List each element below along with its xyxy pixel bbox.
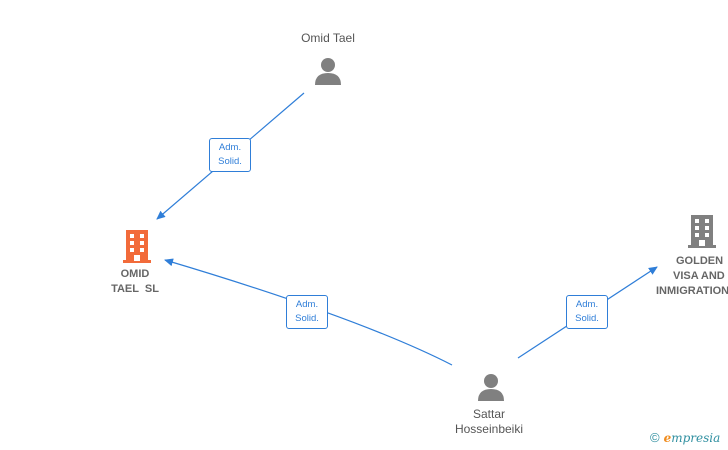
company-name-line-1: OMID: [120, 268, 150, 280]
brand-logo-e: e: [663, 431, 672, 445]
copyright-symbol: ©: [650, 430, 660, 445]
edge-label-line-2: Solid.: [575, 313, 599, 324]
building-icon: [688, 215, 716, 248]
person-icon: [478, 374, 504, 401]
edge-label-adm-solid[interactable]: Adm. Solid.: [566, 295, 608, 329]
node-label-omid-tael-sl[interactable]: OMID TAEL SL: [85, 267, 185, 297]
node-label-sattar-hosseinbeiki[interactable]: Sattar Hosseinbeiki: [429, 407, 549, 437]
company-name-line-1: GOLDEN: [676, 255, 724, 267]
edge-label-line-1: Adm.: [218, 142, 242, 153]
edge-label-adm-solid[interactable]: Adm. Solid.: [209, 138, 251, 172]
company-name-line-3: INMIGRATION: [656, 285, 728, 297]
brand-logo-text: mpresia: [671, 431, 721, 445]
person-name: Omid Tael: [301, 31, 355, 45]
edge-label-adm-solid[interactable]: Adm. Solid.: [286, 295, 328, 329]
node-label-omid-tael[interactable]: Omid Tael: [268, 31, 388, 46]
node-label-golden-visa[interactable]: GOLDEN VISA AND INMIGRATION: [652, 254, 728, 299]
edge-label-line-2: Solid.: [218, 156, 242, 167]
person-name-line-1: Sattar: [472, 407, 505, 421]
person-icon: [315, 58, 341, 85]
person-name-line-2: Hosseinbeiki: [454, 422, 524, 436]
company-name-line-2: VISA AND: [673, 270, 725, 282]
company-name-line-2: TAEL SL: [111, 283, 159, 295]
edge-label-line-1: Adm.: [575, 299, 599, 310]
edge-label-line-2: Solid.: [295, 313, 319, 324]
empresia-watermark: ©empresia: [650, 430, 720, 445]
edge-label-line-1: Adm.: [295, 299, 319, 310]
edge-line-sattar-to-company: [164, 258, 453, 366]
building-icon: [123, 230, 151, 263]
